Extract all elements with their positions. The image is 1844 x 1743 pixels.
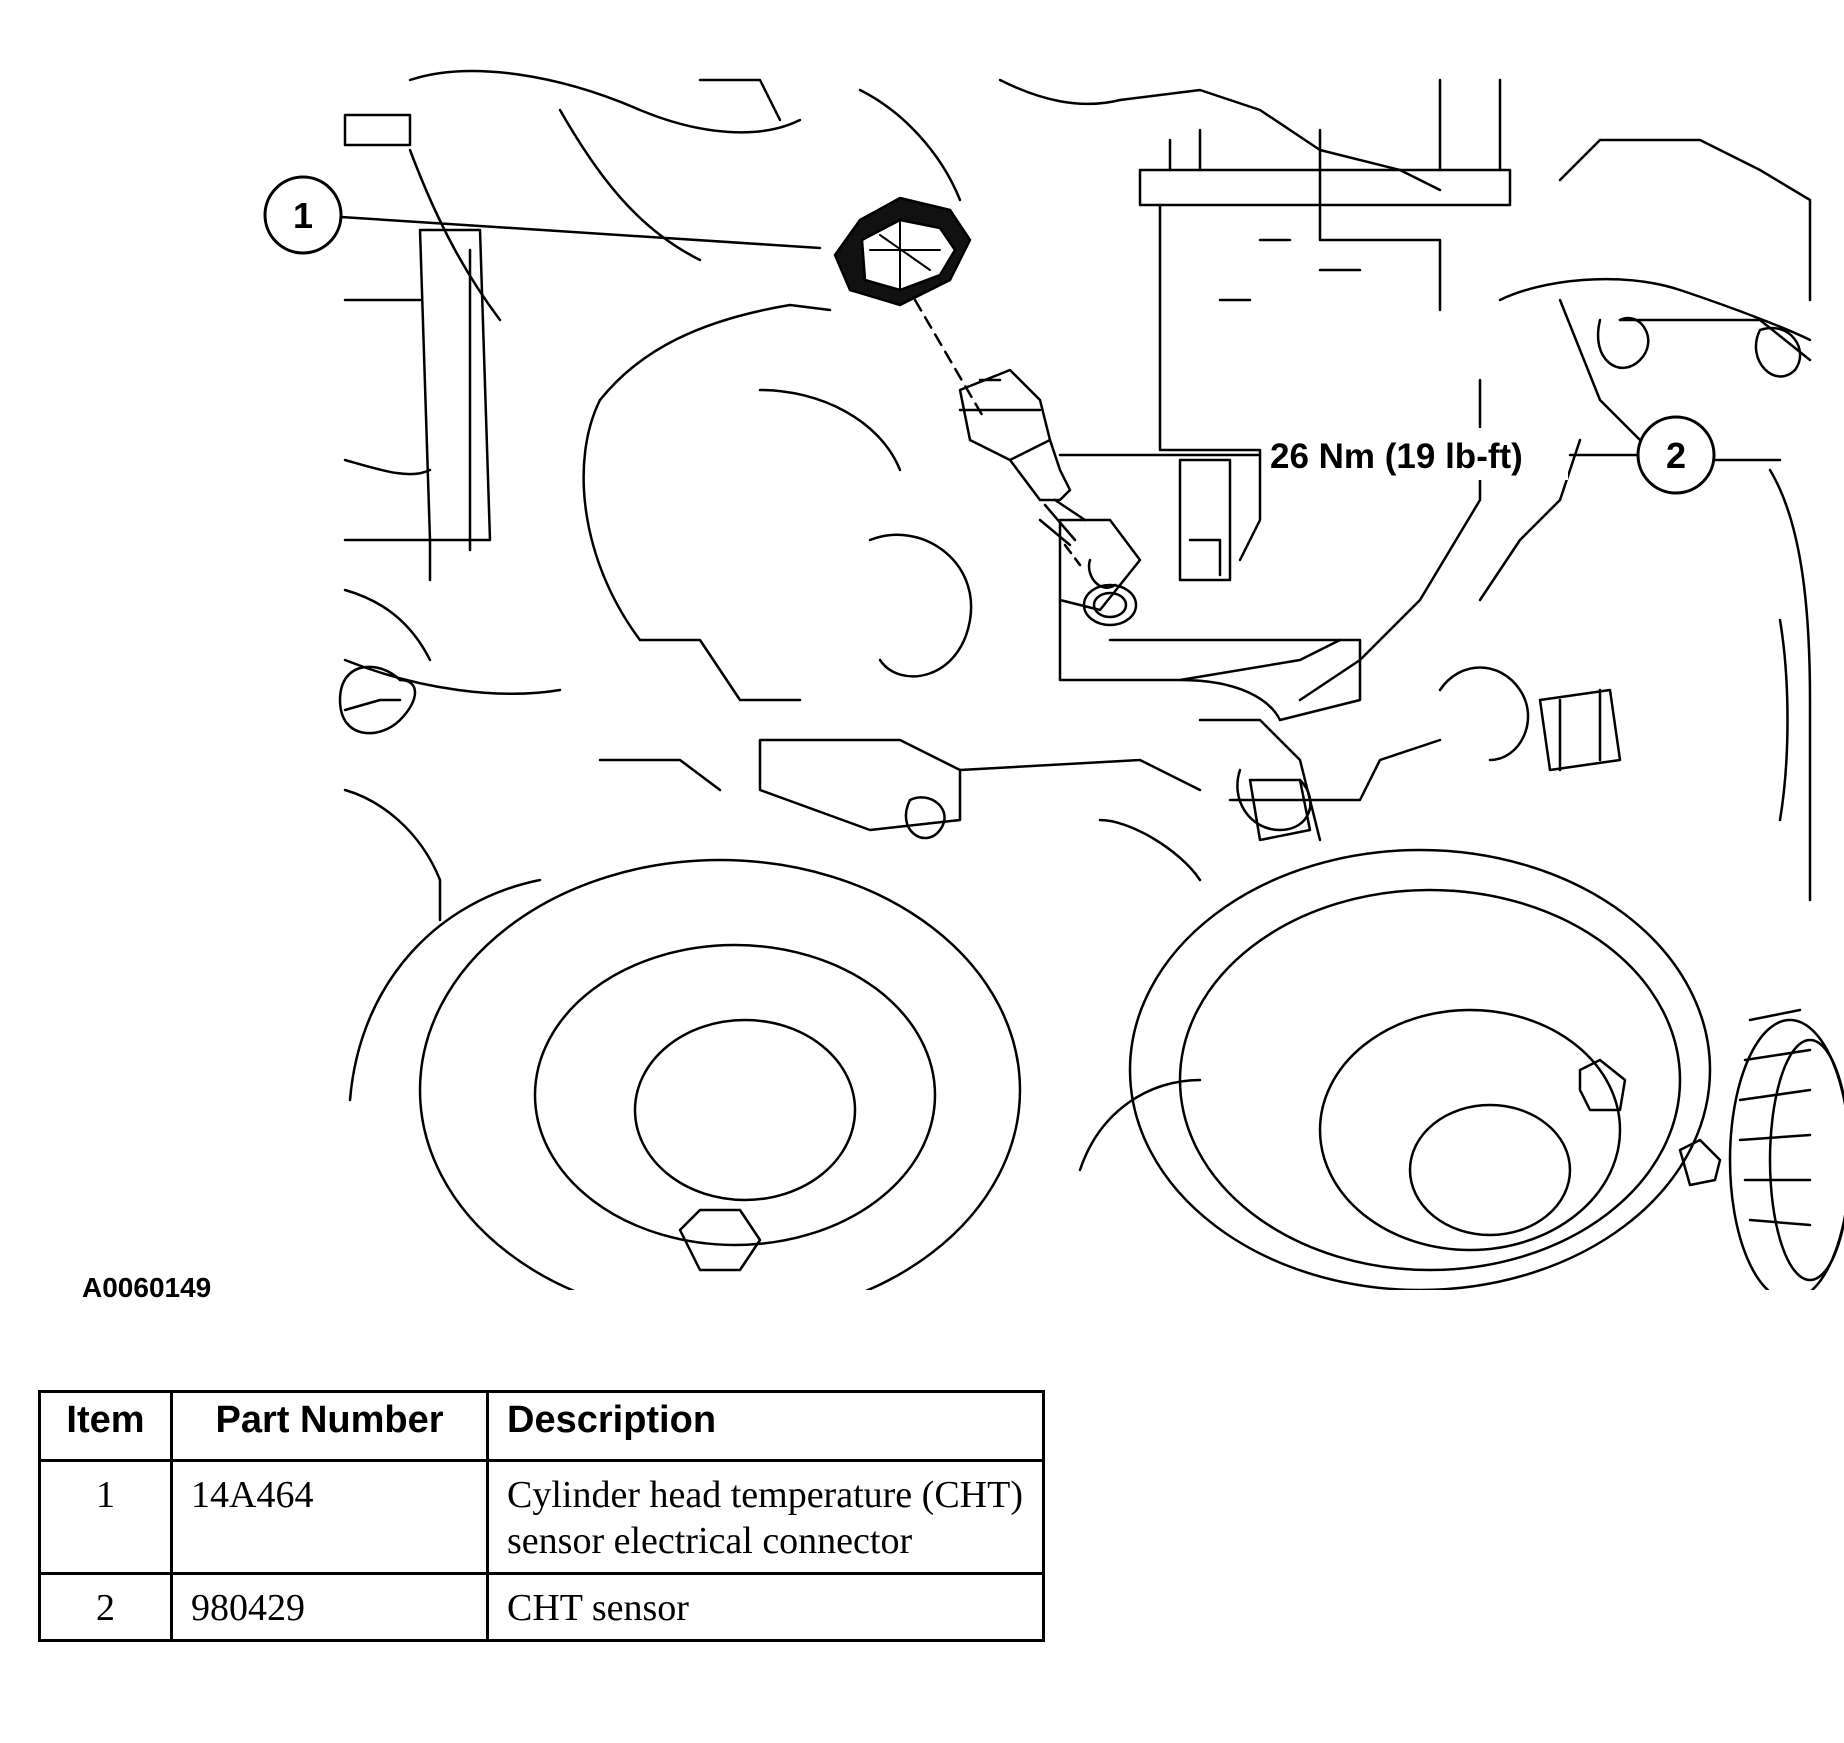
table-header-row: Item Part Number Description bbox=[38, 1390, 1045, 1462]
cell-part-number: 980429 bbox=[170, 1572, 489, 1642]
callout-2-number: 2 bbox=[1666, 435, 1686, 476]
cell-item: 2 bbox=[38, 1572, 173, 1642]
parts-table: Item Part Number Description 1 14A464 Cy… bbox=[38, 1390, 1045, 1642]
cht-sensor bbox=[913, 298, 1138, 627]
cell-description: CHT sensor bbox=[486, 1572, 1045, 1642]
pulley-center bbox=[1078, 848, 1722, 1290]
front-cover bbox=[338, 303, 1442, 922]
cht-connector bbox=[833, 196, 972, 307]
figure-id: A0060149 bbox=[82, 1272, 212, 1303]
table-row: 1 14A464 Cylinder head temperature (CHT)… bbox=[38, 1459, 1045, 1575]
cell-description: Cylinder head temperature (CHT) sensor e… bbox=[486, 1459, 1045, 1575]
callout-1-circle bbox=[263, 175, 343, 255]
engine-block bbox=[343, 69, 1812, 702]
callout-2-circle bbox=[1636, 415, 1716, 495]
engine-illustration: 1 26 Nm (19 lb-ft) 2 bbox=[263, 69, 1844, 1290]
callout-1: 1 bbox=[263, 175, 822, 255]
header-part-number: Part Number bbox=[170, 1390, 489, 1462]
table-row: 2 980429 CHT sensor bbox=[38, 1572, 1045, 1642]
header-item: Item bbox=[38, 1390, 173, 1462]
bracket-bolt bbox=[1236, 666, 1622, 842]
callout-1-leader bbox=[339, 215, 822, 250]
callout-1-number: 1 bbox=[293, 195, 313, 236]
pulley-right bbox=[1728, 468, 1844, 1290]
callout-2: 26 Nm (19 lb-ft) 2 bbox=[1058, 415, 1716, 495]
torque-label: 26 Nm (19 lb-ft) bbox=[1270, 437, 1523, 476]
pulley-left bbox=[348, 858, 1022, 1290]
header-description: Description bbox=[486, 1390, 1045, 1462]
cell-item: 1 bbox=[38, 1459, 173, 1575]
cell-part-number: 14A464 bbox=[170, 1459, 489, 1575]
